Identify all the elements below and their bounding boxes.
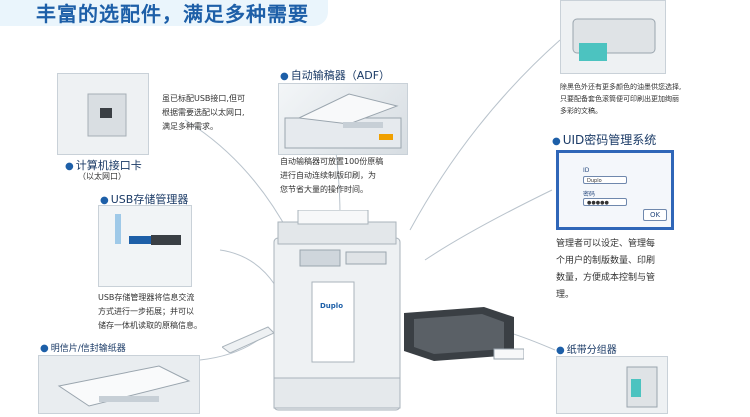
- uid-id-label: ID: [583, 167, 590, 174]
- duplicator-machine: Duplo: [268, 209, 428, 412]
- uid-title-text: UID密码管理系统: [562, 133, 657, 147]
- adf-desc-line: 自动输稿器可放置100份原稿: [280, 157, 384, 166]
- uid-desc-line: 数量，方便成本控制与管: [556, 273, 656, 283]
- usb-manager-photo: [98, 205, 192, 287]
- bullet-icon: ●: [552, 136, 561, 147]
- machine-brand: Duplo: [320, 302, 344, 310]
- headline-banner: 丰富的选配件，满足多种需要: [0, 0, 328, 26]
- feed-tray-illustration: [221, 326, 275, 354]
- duplicator-illustration: [273, 209, 401, 411]
- interface-card-title-text: 计算机接口卡: [75, 159, 142, 172]
- uid-password-field[interactable]: ●●●●●: [583, 198, 627, 206]
- usb-desc-line: 储存一体机读取的原稿信息。: [98, 321, 202, 330]
- drum-desc-line: 只要配备套色滚筒便可印刷出更加绚丽: [560, 95, 679, 103]
- tape-sorter-title: ●纸带分组器: [556, 341, 617, 356]
- uid-desc-line: 理。: [556, 290, 575, 300]
- uid-login-screen: ID Duplo 密码 ●●●●● OK: [556, 150, 674, 230]
- bullet-icon: ●: [280, 71, 289, 82]
- interface-card-subtitle: （以太网口）: [78, 172, 126, 181]
- tape-sorter-title-text: 纸带分组器: [566, 345, 617, 356]
- headline-text: 丰富的选配件，满足多种需要: [36, 2, 309, 26]
- postcard-feeder-title: ●明信片/信封输纸器: [40, 341, 126, 354]
- tray-illustration: [404, 307, 525, 361]
- uid-title: ●UID密码管理系统: [552, 131, 656, 148]
- adf-desc-line: 您节省大量的操作时间。: [280, 185, 368, 194]
- drum-illustration: [561, 1, 665, 73]
- sorter-illustration: [557, 357, 667, 413]
- adf-description: 自动输稿器可放置100份原稿 进行自动连续制版印刷，为 您节省大量的操作时间。: [280, 155, 400, 197]
- uid-desc-line: 管理者可以设定、管理每: [556, 239, 656, 249]
- drum-desc-line: 除黑色外还有更多颜色的油墨供您选择,: [560, 83, 682, 91]
- interface-desc-line: 根据需要选配以太网口,: [162, 108, 245, 117]
- uid-ok-button[interactable]: OK: [643, 209, 667, 221]
- usb-manager-title: ●USB存储管理器: [100, 191, 188, 207]
- bullet-icon: ●: [40, 343, 49, 354]
- interface-card-photo: [57, 73, 149, 155]
- usb-device-illustration: [99, 206, 191, 286]
- interface-port-illustration: [58, 74, 148, 154]
- paper-tray: [404, 305, 525, 363]
- connector-uid: [424, 189, 553, 261]
- interface-desc-line: 满足多种需求。: [162, 122, 218, 131]
- bullet-icon: ●: [100, 195, 109, 206]
- bullet-icon: ●: [556, 345, 565, 356]
- postcard-feeder-photo: [38, 355, 200, 414]
- color-drum-photo: [560, 0, 666, 74]
- feeder-illustration: [39, 356, 199, 413]
- adf-title: ●自动输稿器（ADF）: [280, 67, 390, 83]
- uid-desc-line: 个用户的制版数量、印刷: [556, 256, 656, 266]
- bullet-icon: ●: [65, 161, 74, 172]
- postcard-feeder-title-text: 明信片/信封输纸器: [50, 344, 126, 354]
- tape-sorter-photo: [556, 356, 668, 414]
- usb-desc-line: 方式进行一步拓展；并可以: [98, 307, 194, 316]
- feed-tray: [221, 323, 275, 354]
- uid-password-label: 密码: [583, 191, 596, 198]
- interface-card-title: ●计算机接口卡: [65, 157, 142, 173]
- adf-title-text: 自动输稿器（ADF）: [290, 69, 391, 82]
- drum-desc-line: 多彩的文稿。: [560, 107, 602, 115]
- connector-usb: [219, 249, 276, 286]
- usb-manager-description: USB存储管理器将信息交流 方式进行一步拓展；并可以 储存一体机读取的原稿信息。: [98, 291, 228, 333]
- usb-desc-line: USB存储管理器将信息交流: [98, 293, 195, 302]
- usb-manager-title-text: USB存储管理器: [110, 193, 189, 206]
- adf-desc-line: 进行自动连续制版印刷，为: [280, 171, 376, 180]
- uid-id-field[interactable]: Duplo: [583, 176, 627, 184]
- adf-illustration: [284, 93, 402, 149]
- adf-photo: [278, 83, 408, 155]
- uid-description: 管理者可以设定、管理每 个用户的制版数量、印刷 数量，方便成本控制与管 理。: [556, 236, 746, 304]
- interface-card-description: 虽已标配USB接口,但可 根据需要选配以太网口, 满足多种需求。: [162, 92, 272, 134]
- connector-drum: [409, 39, 561, 231]
- interface-desc-line: 虽已标配USB接口,但可: [162, 94, 245, 103]
- color-drum-description: 除黑色外还有更多颜色的油墨供您选择, 只要配备套色滚筒便可印刷出更加绚丽 多彩的…: [560, 81, 750, 117]
